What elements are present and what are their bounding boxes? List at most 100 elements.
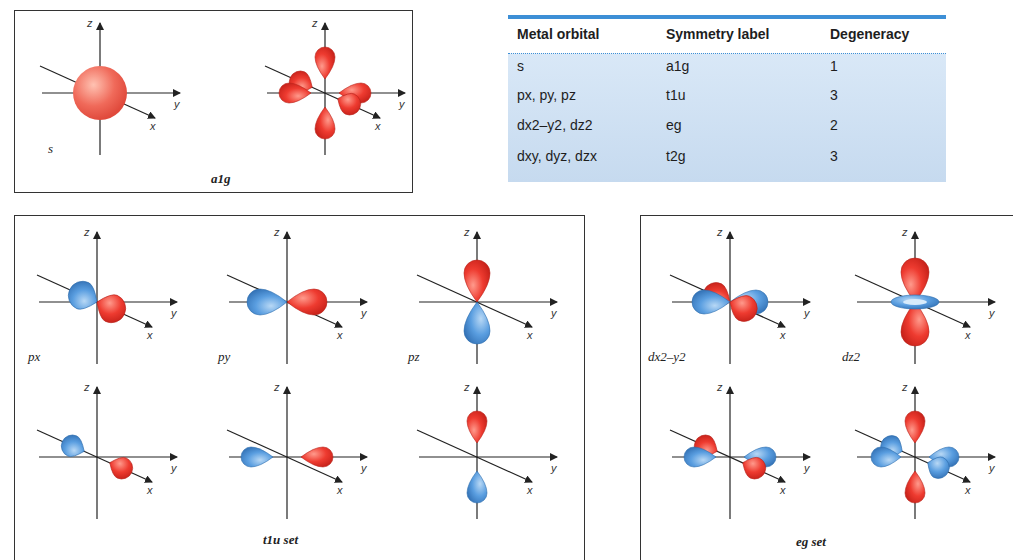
ligand-lobe	[923, 453, 953, 482]
axis-label: y	[989, 462, 995, 474]
ligand-lobe	[871, 447, 901, 467]
p-lobe	[91, 289, 130, 327]
ligand-lobe	[467, 411, 487, 443]
x-axis	[37, 275, 152, 327]
x-axis	[227, 275, 342, 327]
axis-label: x	[337, 484, 343, 496]
axis-label: y	[171, 307, 177, 319]
z-axis	[96, 387, 97, 519]
ligand-lobe	[684, 447, 716, 467]
axis-label: z	[87, 17, 93, 29]
table-header: Symmetry label	[666, 27, 770, 42]
table-cell: px, py, pz	[517, 88, 576, 103]
axis-label: x	[147, 484, 153, 496]
y-axis	[419, 456, 557, 457]
orbital-label: dz2	[842, 350, 860, 364]
x-axis	[37, 430, 152, 482]
ligand-lobe	[315, 107, 335, 139]
axis-label: y	[361, 462, 367, 474]
ligand-lobe	[738, 453, 769, 483]
table-cell: t2g	[666, 149, 685, 164]
orbital-label: s	[48, 142, 53, 156]
d-lobe	[692, 290, 730, 314]
s-orbital-sphere	[73, 66, 127, 120]
x-axis	[670, 275, 785, 327]
y-axis	[419, 301, 557, 302]
axis-label: z	[464, 381, 470, 393]
p-lobe	[247, 289, 287, 315]
ligand-lobe	[279, 83, 311, 103]
axis-label: z	[902, 381, 908, 393]
ligand-lobe	[467, 471, 487, 503]
axis-label: y	[551, 307, 557, 319]
axis-label: y	[174, 98, 180, 110]
x-axis	[227, 430, 342, 482]
ligand-lobe	[315, 47, 335, 79]
axis-label: x	[527, 329, 533, 341]
axis-label: x	[780, 484, 786, 496]
ligand-lobe	[905, 471, 925, 503]
axis-label: y	[171, 462, 177, 474]
ligand-lobe	[241, 447, 273, 467]
figure-panel: eg set	[640, 215, 1013, 560]
axis-label: x	[150, 120, 156, 132]
p-lobe	[287, 289, 327, 315]
orbital-label: px	[28, 350, 40, 364]
table-rule	[508, 53, 946, 54]
figure-panel: a1g	[14, 10, 413, 193]
orbital-label: dx2–y2	[648, 350, 686, 364]
axis-label: y	[551, 462, 557, 474]
z-axis	[96, 232, 97, 364]
d-torus	[891, 295, 939, 309]
axis-label: x	[337, 329, 343, 341]
table-header: Metal orbital	[517, 27, 599, 42]
axis-label: z	[84, 381, 90, 393]
z-axis	[729, 232, 730, 364]
table-cell: 1	[830, 59, 838, 74]
axis-label: z	[902, 226, 908, 238]
table-cell: dx2–y2, dz2	[517, 118, 593, 133]
axis-label: z	[464, 226, 470, 238]
axis-label: x	[527, 484, 533, 496]
axis-label: x	[965, 329, 971, 341]
z-axis	[729, 387, 730, 519]
d-lobe	[725, 290, 762, 326]
table-cell: t1u	[666, 88, 685, 103]
axis-label: y	[361, 307, 367, 319]
table-cell: s	[517, 59, 524, 74]
axis-label: y	[804, 462, 810, 474]
table-cell: eg	[666, 118, 682, 133]
panel-caption: eg set	[796, 534, 826, 550]
axis-label: z	[717, 226, 723, 238]
z-axis	[286, 232, 287, 364]
p-lobe	[464, 260, 490, 302]
table-header: Degeneracy	[830, 27, 909, 42]
axis-label: x	[965, 484, 971, 496]
axis-label: z	[312, 17, 318, 29]
table-cell: a1g	[666, 59, 689, 74]
axis-label: z	[717, 381, 723, 393]
p-lobe	[464, 302, 490, 344]
panel-caption: a1g	[211, 171, 231, 187]
table-cell: 2	[830, 118, 838, 133]
ligand-lobe	[905, 411, 925, 443]
axis-label: x	[147, 329, 153, 341]
ligand-lobe	[333, 89, 364, 119]
table-cell: dxy, dyz, dzx	[517, 149, 597, 164]
axis-label: z	[274, 226, 280, 238]
axis-label: x	[375, 120, 381, 132]
ligand-lobe	[58, 431, 89, 461]
axis-label: z	[84, 226, 90, 238]
axis-label: y	[399, 98, 405, 110]
z-axis	[286, 387, 287, 519]
y-axis	[39, 456, 177, 457]
p-lobe	[64, 277, 103, 315]
table-cell: 3	[830, 149, 838, 164]
ligand-lobe	[105, 453, 136, 483]
ligand-lobe	[301, 447, 333, 467]
x-axis	[670, 430, 785, 482]
figure-panel: t1u set	[14, 215, 585, 560]
orbital-label: py	[218, 350, 230, 364]
table-cell: 3	[830, 88, 838, 103]
